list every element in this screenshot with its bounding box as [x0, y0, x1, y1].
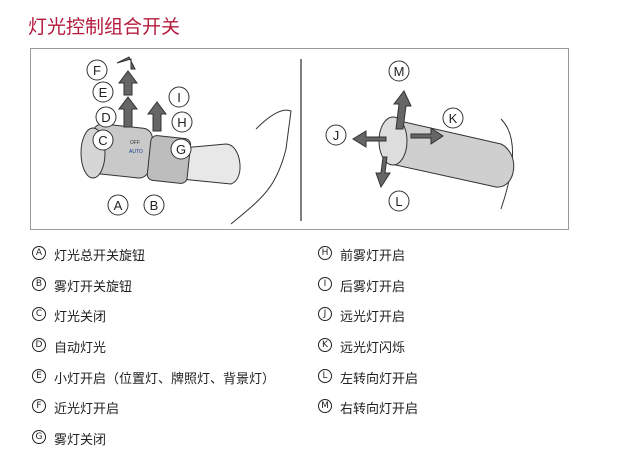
legend-key: A: [32, 246, 46, 260]
legend-item: J 远光灯开启: [318, 306, 418, 337]
svg-text:L: L: [395, 194, 402, 209]
legend-key: I: [318, 276, 332, 291]
page-title: 灯光控制组合开关: [28, 16, 181, 38]
legend-text: 灯光总开关旋钮: [54, 249, 146, 264]
svg-text:C: C: [98, 133, 107, 148]
legend-text: 自动灯光: [54, 341, 107, 357]
legend-item: K 远光灯闪烁: [318, 337, 418, 368]
off-text: OFF: [130, 140, 140, 146]
svg-text:B: B: [150, 198, 159, 213]
legend-item: M 右转向灯开启: [318, 398, 418, 429]
legend-text: 灯光关闭: [54, 310, 107, 326]
legend-text: 近光灯开启: [54, 402, 120, 418]
legend-key: F: [32, 399, 46, 414]
legend-left: A 灯光总开关旋钮 B 雾灯开关旋钮 C 灯光关闭 D 自动灯光 E 小灯开启（位置灯、牌…: [32, 245, 275, 460]
up-arrows-icon: [116, 56, 167, 132]
legend-key: E: [32, 368, 46, 383]
switch-illustration: OFF AUTO A B C D E F G H I J K L M: [80, 56, 515, 225]
legend-item: B 雾灯开关旋钮: [32, 276, 275, 307]
legend-key: D: [32, 338, 46, 353]
direction-arrows-icon: [352, 90, 444, 189]
svg-text:F: F: [93, 63, 101, 78]
legend-key: H: [318, 246, 332, 260]
legend-text: 雾灯开关旋钮: [54, 279, 133, 295]
legend-key: B: [32, 276, 46, 291]
combination-switch-figure: OFF AUTO A B C D E F G H I J K L M: [30, 48, 569, 230]
legend-item: F 近光灯开启: [32, 398, 275, 429]
legend-key: K: [318, 338, 332, 353]
svg-text:A: A: [114, 198, 123, 213]
svg-text:M: M: [394, 64, 405, 79]
legend-key: J: [318, 307, 332, 322]
svg-text:J: J: [333, 128, 340, 143]
legend-item: C 灯光关闭: [32, 306, 275, 337]
legend-item: L 左转向灯开启: [318, 368, 418, 399]
legend-text: 远光灯开启: [340, 310, 406, 326]
legend-key: G: [32, 430, 46, 445]
legend-item: G 雾灯关闭: [32, 429, 275, 460]
svg-text:E: E: [99, 85, 108, 100]
svg-text:D: D: [101, 110, 110, 125]
legend-text: 小灯开启（位置灯、牌照灯、背景灯）: [54, 371, 276, 387]
legend-text: 右转向灯开启: [340, 402, 419, 418]
legend-item: H 前雾灯开启: [318, 245, 418, 276]
legend-text: 左转向灯开启: [340, 371, 419, 387]
legend-right: H 前雾灯开启 I 后雾灯开启 J 远光灯开启 K 远光灯闪烁 L 左转向灯开启 M 右转向…: [318, 245, 418, 429]
legend-item: I 后雾灯开启: [318, 276, 418, 307]
legend-text: 前雾灯开启: [340, 249, 406, 264]
svg-text:G: G: [176, 142, 186, 157]
left-callouts: A B C D E F G H I: [86, 59, 193, 216]
legend-item: A 灯光总开关旋钮: [32, 245, 275, 276]
legend-key: M: [318, 399, 332, 414]
legend-text: 远光灯闪烁: [340, 341, 406, 357]
svg-text:I: I: [177, 90, 181, 105]
auto-text: AUTO: [129, 149, 143, 155]
right-callouts: J K L M: [325, 60, 464, 212]
svg-text:H: H: [177, 115, 186, 130]
legend-item: E 小灯开启（位置灯、牌照灯、背景灯）: [32, 368, 275, 399]
legend-text: 后雾灯开启: [340, 279, 406, 295]
legend-text: 雾灯关闭: [54, 433, 107, 449]
legend-key: L: [318, 368, 332, 383]
legend-item: D 自动灯光: [32, 337, 275, 368]
svg-text:K: K: [449, 111, 458, 126]
legend-key: C: [32, 307, 46, 322]
